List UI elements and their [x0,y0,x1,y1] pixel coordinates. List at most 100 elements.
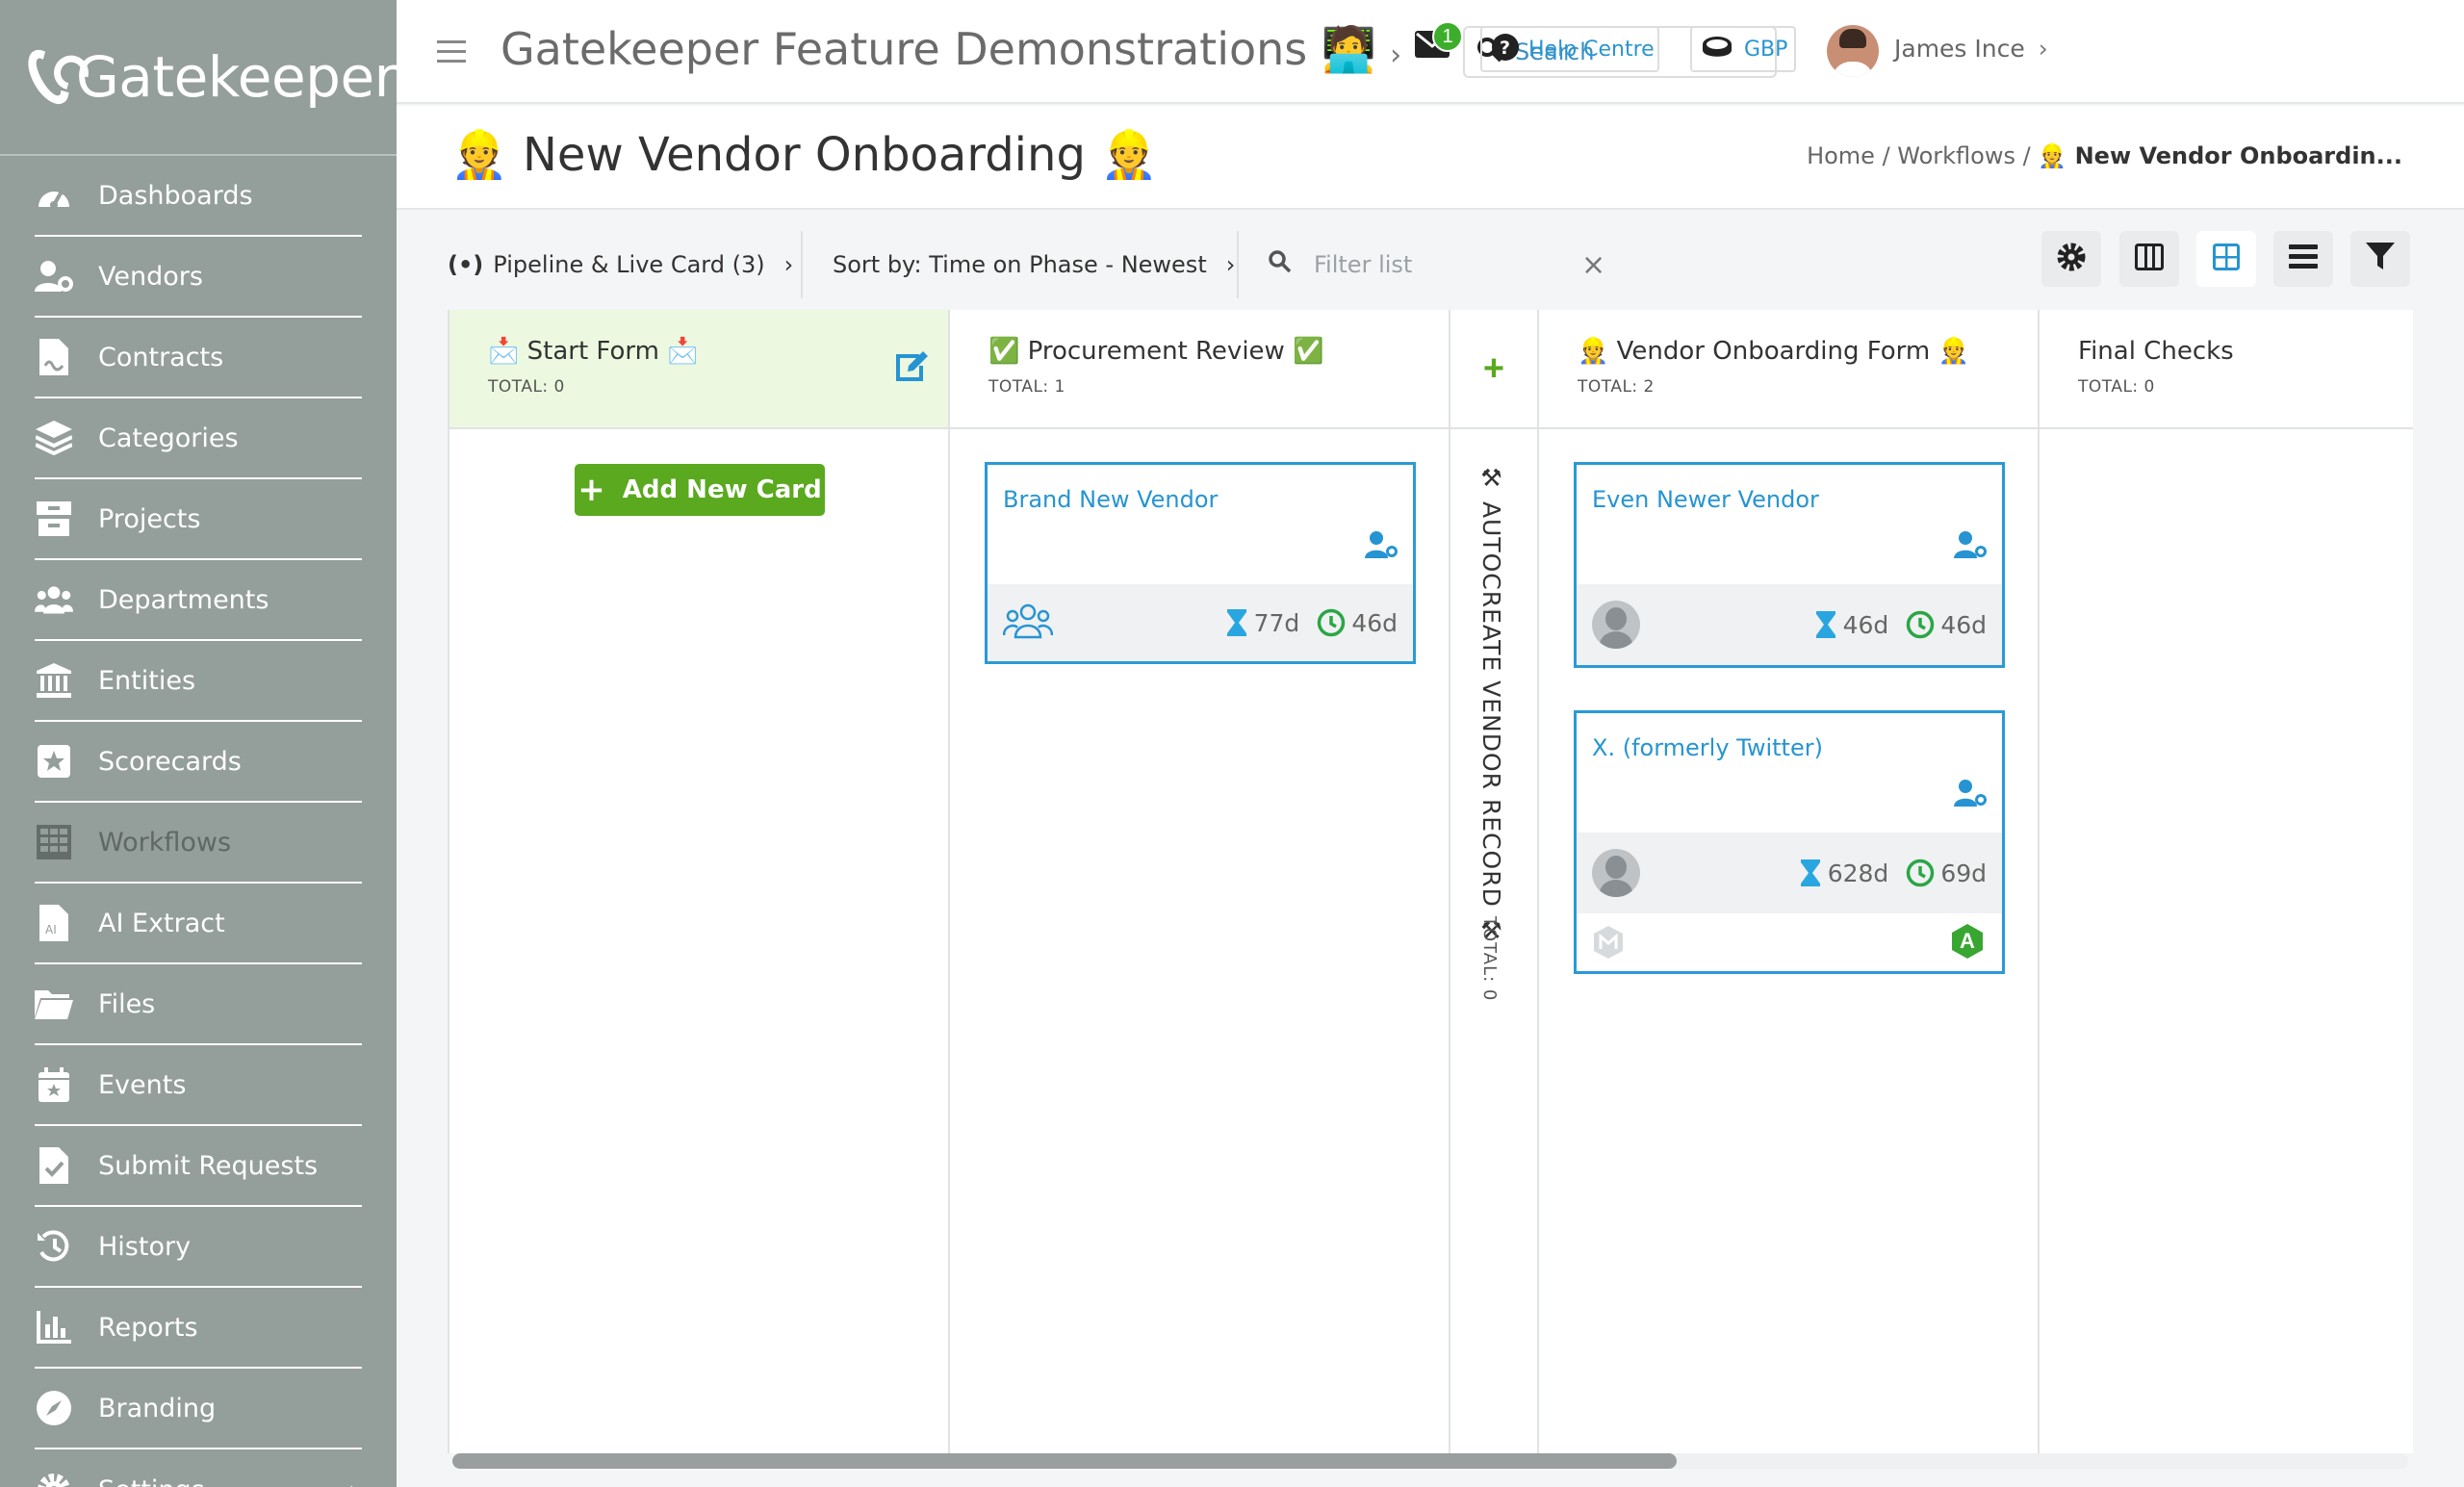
user-avatar[interactable] [1827,25,1879,77]
column-header[interactable]: Final Checks TOTAL: 0 [2040,310,2413,429]
sidebar-item-label: Dashboards [98,180,253,211]
edit-icon[interactable] [894,350,929,385]
user-name: James Ince [1894,35,2025,63]
sidebar-item-history[interactable]: History [35,1207,362,1288]
sidebar-item-label: Departments [98,584,270,615]
brand-logo[interactable]: Gatekeeper [0,0,398,156]
sidebar-item-dashboards[interactable]: Dashboards [35,156,362,237]
hourglass-icon [1815,611,1835,638]
card-view-button[interactable] [2196,231,2256,287]
pipeline-selector[interactable]: (•) Pipeline & Live Card (3) › [448,231,793,298]
sidebar-item-departments[interactable]: Departments [35,560,362,641]
user-cog-icon[interactable] [1954,779,1990,813]
sidebar: Gatekeeper Dashboards Vendors Contracts … [0,0,398,1487]
breadcrumb-home[interactable]: Home [1807,142,1875,169]
plus-icon: + [578,471,605,509]
column-total: TOTAL: 2 [1578,377,1655,397]
team-icon[interactable] [1002,602,1054,644]
board-settings-button[interactable] [2041,231,2101,287]
list-view-button[interactable] [2273,231,2333,287]
gatekeeper-logo-icon [19,42,78,112]
sidebar-item-label: Reports [98,1312,198,1343]
svg-text:AI: AI [45,923,57,936]
filter-box [1268,231,1583,298]
user-menu[interactable]: James Ince› [1894,35,2048,63]
sidebar-item-label: Workflows [98,827,232,858]
horizontal-scrollbar[interactable] [452,1453,2408,1469]
assignee-avatar[interactable] [1592,849,1640,897]
currency-label: GBP [1744,37,1788,62]
column-procurement-review: ✅ Procurement Review ✅ TOTAL: 1 Brand Ne… [950,310,1450,1453]
clock-icon [1318,608,1346,637]
card-title[interactable]: X. (formerly Twitter) [1592,734,1823,761]
column-header[interactable]: 📩 Start Form 📩 TOTAL: 0 [449,310,948,429]
breadcrumb-current: 👷 New Vendor Onboardin... [2038,142,2402,169]
add-new-card-label: Add New Card [622,475,822,504]
sidebar-item-reports[interactable]: Reports [35,1288,362,1369]
page-title-bar: 👷 New Vendor Onboarding 👷 Home / Workflo… [397,106,2464,210]
sidebar-item-label: Settings [98,1475,205,1487]
sidebar-item-label: Events [98,1069,187,1100]
currency-selector[interactable]: GBP [1690,26,1796,72]
page-title: 👷 New Vendor Onboarding 👷 [450,128,1158,182]
filter-button[interactable] [2350,231,2410,287]
sidebar-item-label: Files [98,988,156,1019]
sidebar-item-workflows[interactable]: Workflows [35,803,362,884]
clipboard-check-icon [35,1146,73,1185]
workflow-card[interactable]: X. (formerly Twitter) 628d 69d A [1574,710,2005,974]
calendar-icon [35,1065,73,1104]
clear-filter-icon[interactable]: × [1581,247,1606,282]
clock-icon [1907,859,1935,887]
column-view-button[interactable] [2119,231,2179,287]
sort-selector[interactable]: Sort by: Time on Phase - Newest › [833,231,1235,298]
filter-input[interactable] [1314,251,1583,278]
card-title[interactable]: Even Newer Vendor [1592,486,1819,513]
user-cog-icon[interactable] [1365,530,1401,565]
toolbar-divider [801,231,803,298]
breadcrumb-workflows[interactable]: Workflows [1897,142,2015,169]
sidebar-item-vendors[interactable]: Vendors [35,237,362,318]
sidebar-item-label: History [98,1231,192,1262]
sidebar-item-projects[interactable]: Projects [35,479,362,560]
grid-table-icon [35,823,73,861]
column-final-checks: Final Checks TOTAL: 0 [2040,310,2413,1453]
clock-icon [1907,610,1935,639]
app-header-title[interactable]: Gatekeeper Feature Demonstrations 🧑‍💻› [500,23,1401,76]
main-nav: Dashboards Vendors Contracts Categories … [35,156,362,1487]
column-header[interactable]: 👷 Vendor Onboarding Form 👷 TOTAL: 2 [1539,310,2038,429]
user-cog-icon[interactable] [1954,530,1990,565]
card-title[interactable]: Brand New Vendor [1003,486,1219,513]
menu-toggle-icon[interactable] [437,40,466,63]
brand-name: Gatekeeper [75,44,398,110]
grid-icon [2213,243,2240,275]
workflow-card[interactable]: Even Newer Vendor 46d 46d [1574,462,2005,668]
users-icon [35,580,73,619]
sidebar-item-label: Entities [98,665,196,696]
card-header: Brand New Vendor [988,465,1413,584]
sidebar-item-branding[interactable]: Branding [35,1369,362,1449]
sidebar-item-categories[interactable]: Categories [35,398,362,479]
help-centre-button[interactable]: ? Help Centre [1480,26,1659,72]
workflow-card[interactable]: Brand New Vendor 77d 46d [985,462,1416,664]
sidebar-item-submit-requests[interactable]: Submit Requests [35,1126,362,1207]
sidebar-item-settings[interactable]: Settings › [35,1449,362,1487]
document-signature-icon [35,338,73,376]
sidebar-item-ai-extract[interactable]: AI AI Extract [35,884,362,964]
sidebar-item-scorecards[interactable]: Scorecards [35,722,362,803]
column-header[interactable]: ✅ Procurement Review ✅ TOTAL: 1 [950,310,1449,429]
sidebar-item-contracts[interactable]: Contracts [35,318,362,398]
hexagon-logo-icon[interactable] [1592,925,1625,964]
column-title[interactable]: ⚒ AUTOCREATE VENDOR RECORD ⚒ [1477,464,1505,945]
sidebar-item-entities[interactable]: Entities [35,641,362,722]
chevron-right-icon: › [348,1476,358,1487]
column-total: TOTAL: 1 [988,377,1065,397]
assignee-avatar[interactable] [1592,601,1640,649]
scrollbar-thumb[interactable] [452,1453,1677,1469]
hourglass-icon [1226,609,1246,636]
add-new-card-button[interactable]: + Add New Card [575,464,825,516]
add-phase-button[interactable]: + [1450,310,1537,429]
column-total: TOTAL: 0 [488,377,565,397]
sidebar-item-files[interactable]: Files [35,964,362,1045]
coins-icon [1702,36,1732,64]
sidebar-item-events[interactable]: Events [35,1045,362,1126]
